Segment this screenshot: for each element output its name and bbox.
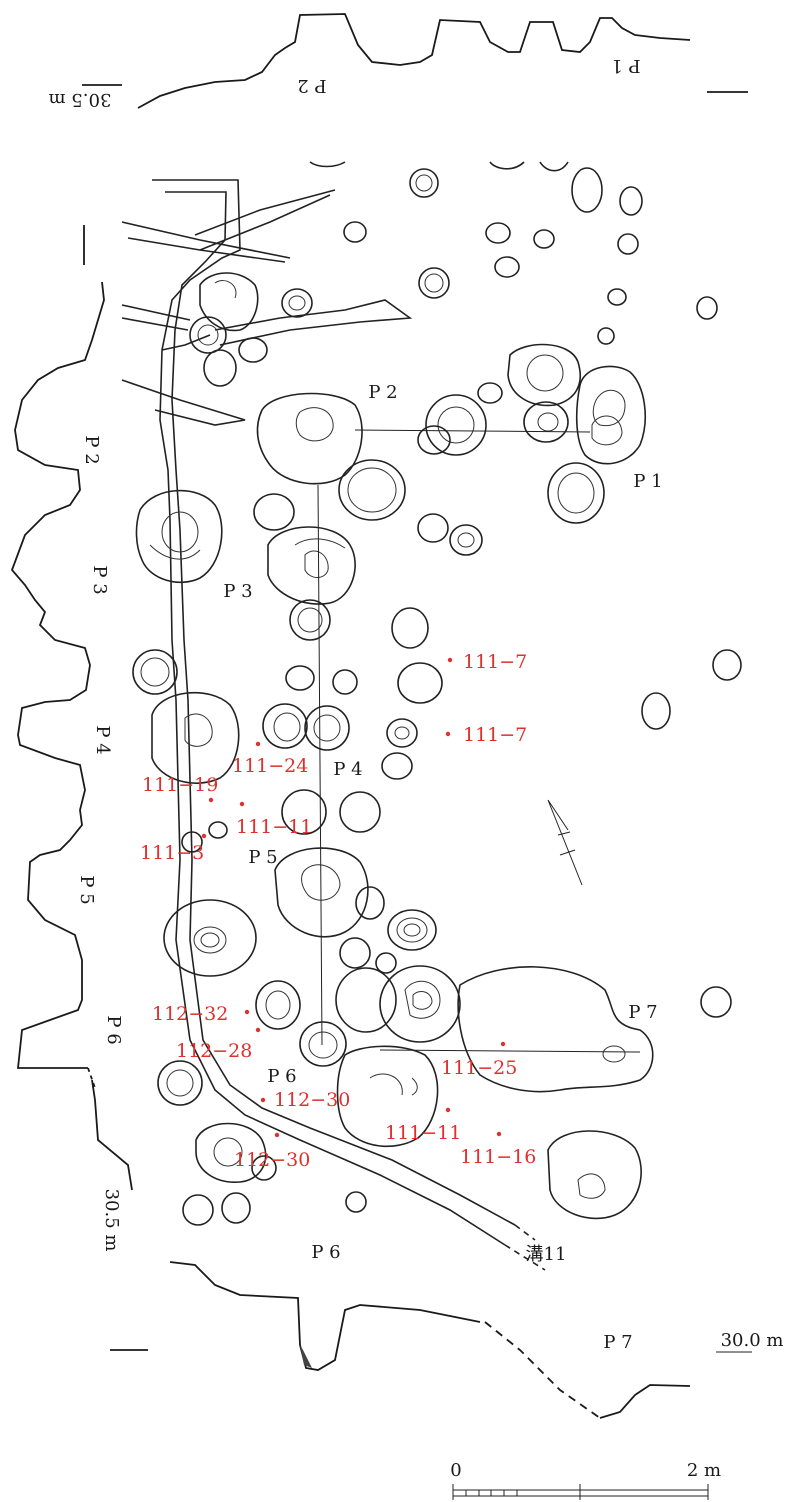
p6-bottom-label: P 6 [311,1242,340,1263]
find-label: 111−7 [463,651,527,673]
p1-top-label: P 1 [611,55,640,76]
pits [132,161,742,1226]
p5-side-label: P 5 [76,875,97,904]
find-label: 111−11 [236,816,312,838]
find-labels: 111−7 111−7 111−24 111−19 111−11 111−3 1… [140,651,536,1171]
pit-label-p2: P 2 [368,382,397,403]
find-label: 111−19 [142,774,218,796]
find-label: 111−16 [460,1146,536,1168]
ditch-11: 溝11 [121,179,567,1271]
scale-start: 0 [450,1460,461,1481]
find-markers [201,657,506,1138]
left-section-profile: P 2 P 3 P 4 P 5 P 6 30.5 m [10,225,148,1351]
scale-bar: 0 2 m [450,1460,721,1500]
find-label: 111−24 [232,755,308,777]
pit-label-p4: P 4 [333,759,362,780]
find-label: 112−28 [176,1040,252,1062]
find-label: 111−3 [140,842,204,864]
find-label: 111−25 [441,1057,517,1079]
find-label: 112−32 [152,1003,228,1025]
p2-top-label: P 2 [297,75,326,96]
elevation-side: 30.5 m [101,1189,122,1252]
p3-side-label: P 3 [89,565,110,594]
bottom-section-profile: P 6 P 7 30.0 m [169,1242,784,1419]
ditch-label: 溝11 [526,1244,567,1265]
elevation-top: 30.5 m [49,89,112,110]
p6-side-label: P 6 [103,1015,124,1044]
pit-label-p7: P 7 [628,1002,657,1023]
find-label: 112−30 [274,1089,350,1111]
p7-bottom-label: P 7 [603,1332,632,1353]
pit-label-p3: P 3 [223,581,252,602]
pit-label-p5: P 5 [248,847,277,868]
section-lines [317,429,641,1053]
north-arrow [547,799,583,886]
find-label: 111−11 [385,1122,461,1144]
pit-label-p1: P 1 [633,471,662,492]
pit-label-p6: P 6 [267,1066,296,1087]
find-label: 111−7 [463,724,527,746]
top-section-profile: P 1 P 2 30.5 m [49,13,748,110]
elevation-bottom: 30.0 m [721,1330,784,1351]
scale-end: 2 m [687,1460,721,1481]
p2-side-label: P 2 [81,435,102,464]
p4-side-label: P 4 [92,725,113,754]
find-label: 112−30 [234,1149,310,1171]
